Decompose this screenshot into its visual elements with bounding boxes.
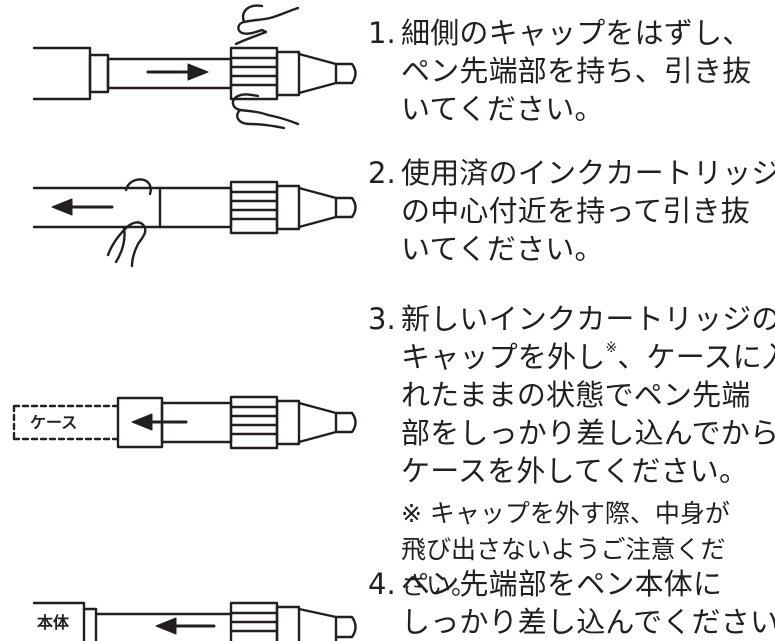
step-2: 2. 使用済のインクカートリッジ の中心付近を持って引き抜 いてください。 bbox=[368, 154, 775, 268]
step-number: 2. bbox=[368, 156, 396, 190]
figure-3-insert-with-case bbox=[12, 395, 357, 450]
step-text-fragment: 、ケースに入 bbox=[617, 340, 775, 374]
step-text-line: ペン先端部を持ち、引き抜 bbox=[401, 54, 752, 88]
step-text-line: 細側のキャップをはずし、 bbox=[401, 16, 752, 50]
note-line: さい。 bbox=[401, 571, 477, 600]
arrow-head-left-4 bbox=[155, 617, 177, 635]
arrow-head-left-3 bbox=[131, 413, 153, 431]
arrow-head-left-2 bbox=[51, 198, 73, 216]
step-4: 4. ペン先端部をペン本体に しっかり差し込んでください。 bbox=[368, 565, 775, 641]
step-text-line: の中心付近を持って引き抜 bbox=[401, 194, 750, 228]
step-text-fragment: キャップを外し bbox=[401, 340, 606, 374]
step-text-line: しっかり差し込んでください。 bbox=[401, 605, 775, 639]
fingers-2 bbox=[106, 178, 152, 268]
step-text-line: いてください。 bbox=[401, 92, 604, 126]
pen-tip-2 bbox=[229, 180, 357, 235]
step-text-line: ケースを外してください。 bbox=[401, 454, 749, 488]
step-1: 1. 細側のキャップをはずし、 ペン先端部を持ち、引き抜 いてください。 bbox=[368, 14, 775, 128]
step-text-line: ペン先端部をペン本体に bbox=[401, 567, 723, 601]
note-mark: ※ bbox=[605, 340, 618, 356]
fingers-top-1 bbox=[234, 4, 300, 46]
fingers-bottom-1 bbox=[231, 93, 300, 130]
step-text-line: いてください。 bbox=[401, 232, 604, 266]
figure-4-insert-into-body bbox=[32, 601, 357, 641]
pen-tip-4 bbox=[229, 601, 357, 641]
figure-2-remove-cartridge bbox=[32, 178, 357, 268]
step-text-line: 部をしっかり差し込んでから bbox=[401, 416, 775, 450]
step-3: 3. 新しいインクカートリッジの キャップを外し※、ケースに入 れたままの状態で… bbox=[368, 300, 775, 604]
step-number: 1. bbox=[368, 16, 396, 50]
case-label: ケース bbox=[30, 413, 78, 432]
figure-1-remove-tip bbox=[32, 4, 357, 130]
step-number: 3. bbox=[368, 302, 396, 336]
note-line: ※ キャップを外す際、中身が bbox=[401, 499, 730, 528]
arrow-head-right-1 bbox=[187, 63, 209, 81]
step-text-line: 新しいインクカートリッジの bbox=[401, 302, 775, 336]
pen-barrel-1 bbox=[32, 46, 233, 101]
pen-tip-3 bbox=[229, 395, 357, 450]
step-text-line: れたままの状態でペン先端 bbox=[401, 378, 751, 412]
step-text-line: キャップを外し※、ケースに入 bbox=[368, 338, 775, 376]
note-line: 飛び出さないようご注意くだ bbox=[401, 535, 726, 564]
pen-tip-1 bbox=[229, 46, 357, 101]
step-text-line: 使用済のインクカートリッジ bbox=[401, 156, 775, 190]
pen-body-label: 本体 bbox=[37, 613, 70, 632]
step-number: 4. bbox=[368, 567, 396, 601]
